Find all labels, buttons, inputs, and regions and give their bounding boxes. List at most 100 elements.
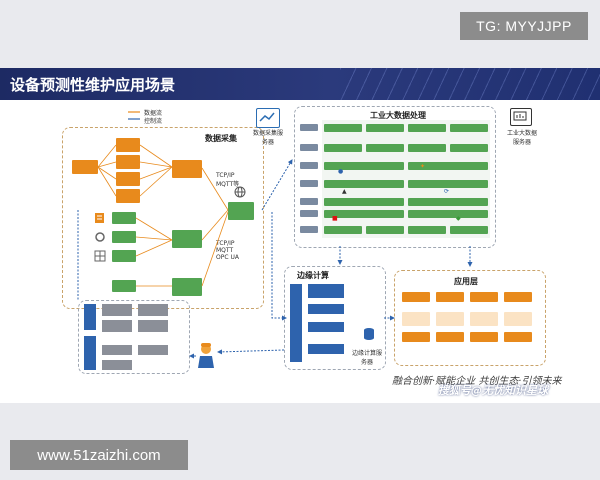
legend-data-flow: 数据流: [144, 110, 163, 117]
big-data-box: [450, 124, 488, 132]
control-region: [78, 300, 190, 374]
gateway-box: [172, 160, 202, 178]
big-data-box: [366, 144, 404, 152]
big-data-row-label: [300, 226, 318, 233]
control-box: [138, 320, 168, 332]
big-data-box: [408, 144, 446, 152]
sohu-watermark: 搜狐号@无忧知识星球: [438, 384, 548, 397]
edge-label-box: [290, 284, 302, 362]
big-data-box: [408, 198, 488, 206]
big-data-server-label: 工业大数据服务器: [506, 130, 537, 146]
sensor-box: [112, 250, 136, 262]
application-box: [504, 292, 532, 302]
big-data-box: [324, 124, 362, 132]
document-icon: [95, 213, 104, 223]
logo-flume: ⟳: [444, 188, 450, 195]
big-data-box: [408, 124, 446, 132]
site-url: www.51zaizhi.com: [10, 440, 188, 470]
big-data-box: [408, 210, 488, 218]
sensor-box: [112, 280, 136, 292]
sensor-box: [112, 231, 136, 243]
application-icon-tile: [504, 312, 532, 326]
logo-oracle: ■: [332, 215, 338, 222]
edge-box: [308, 304, 344, 314]
protocol-top: TCP/IP MQTT等: [216, 172, 240, 188]
gateway-box: [172, 230, 202, 248]
collection-server-box: [228, 202, 254, 220]
control-box: [138, 345, 168, 355]
device-box: [72, 160, 98, 174]
application-box: [470, 332, 498, 342]
application-box: [504, 332, 532, 342]
big-data-row-label: [300, 144, 318, 151]
banner-decoration: [340, 68, 600, 100]
big-data-box: [366, 124, 404, 132]
control-box: [102, 360, 132, 370]
data-report-server-label: 数据采集服务器: [252, 130, 283, 146]
logo-spark: ✦: [420, 163, 426, 170]
logo-samza: ▲: [342, 188, 347, 195]
control-box: [102, 345, 132, 355]
edge-box: [308, 322, 344, 332]
big-data-box: [450, 144, 488, 152]
edge-heading: 边缘计算: [297, 271, 329, 280]
gateway-box: [172, 278, 202, 296]
big-data-box: [324, 198, 404, 206]
worker-icon: [198, 343, 214, 368]
edge-box: [308, 344, 344, 354]
control-label-box: [84, 304, 96, 330]
big-data-box: [450, 226, 488, 234]
big-data-box: [324, 144, 362, 152]
edge-server-label: 边缘计算服务器: [352, 350, 383, 366]
big-data-box: [324, 210, 404, 218]
application-heading: 应用层: [454, 277, 478, 286]
big-data-box: [324, 180, 404, 188]
edge-box: [308, 284, 344, 298]
grid-icon: [94, 250, 106, 262]
data-collection-heading: 数据采集: [205, 134, 237, 143]
logo-hive: ●: [338, 168, 344, 175]
collection-connectors: [97, 144, 229, 287]
device-box: [116, 138, 140, 152]
application-box: [402, 292, 430, 302]
big-data-row-label: [300, 180, 318, 187]
big-data-heading: 工业大数据处理: [370, 111, 426, 120]
big-data-box: [324, 226, 362, 234]
application-box: [402, 332, 430, 342]
data-report-server-icon: [256, 108, 280, 128]
big-data-box: [408, 180, 488, 188]
legend-control-flow: 控制流: [144, 118, 163, 125]
big-data-box: [324, 162, 404, 170]
control-box: [102, 320, 132, 332]
control-box: [102, 304, 132, 316]
application-box: [436, 292, 464, 302]
control-label-box: [84, 336, 96, 370]
big-data-box: [408, 162, 488, 170]
device-box: [116, 172, 140, 186]
big-data-row-label: [300, 210, 318, 217]
settings-icon: [95, 232, 105, 242]
application-icon-tile: [436, 312, 464, 326]
big-data-region: [294, 106, 496, 248]
big-data-box: [366, 226, 404, 234]
legend-icon: [128, 111, 140, 120]
big-data-panel: [322, 120, 490, 238]
application-box: [436, 332, 464, 342]
device-box: [116, 189, 140, 203]
application-icon-tile: [402, 312, 430, 326]
control-box: [138, 304, 168, 316]
watermark-tag: TG: MYYJJPP: [460, 12, 588, 40]
slogan-text: 融合创新·赋能企业 共创生态·引领未来: [392, 376, 562, 387]
application-box: [470, 292, 498, 302]
application-icon-tile: [470, 312, 498, 326]
big-data-box: [408, 226, 446, 234]
big-data-row-label: [300, 124, 318, 131]
globe-icon: [234, 186, 246, 198]
big-data-server-icon: [510, 108, 532, 126]
big-data-row-label: [300, 198, 318, 205]
device-box: [116, 155, 140, 169]
title-banner: [0, 68, 600, 100]
database-icon: [362, 326, 376, 340]
protocol-bottom: TCP/IP MQTT OPC UA: [216, 240, 239, 261]
